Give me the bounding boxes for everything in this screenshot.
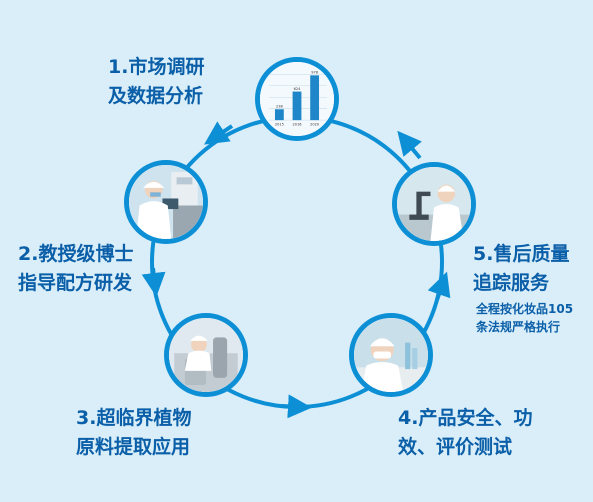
step-2-line1: 2.教授级博士 [18,243,134,265]
arrow-icon [397,130,422,160]
arrow-icon [141,267,166,297]
step-3-line2: 原料提取应用 [76,436,191,458]
mini-chart-category-label: 2020 [310,122,319,126]
arrow-icon [281,394,312,419]
step-5-line1: 5.售后质量 [473,243,570,265]
mini-chart-value-label: 238 [276,104,283,108]
step-3-line1: 3.超临界植物 [76,407,192,429]
microscope-researcher-photo [397,167,471,241]
step-3-image [164,313,248,397]
step-5-image [392,162,476,246]
mini-chart-bar [310,75,320,121]
regulation-note-line1: 全程按化妆品105 [476,302,574,316]
step-2-image [124,160,208,244]
arrow-icon [427,271,451,301]
step-5-line2: 追踪服务 [473,272,550,294]
mini-chart-category-label: 2016 [293,122,303,126]
safety-testing-photo [354,318,428,392]
step-4-line2: 效、评价测试 [398,436,513,458]
mini-chart-value-label: 978 [311,71,318,75]
step-1-line2: 及数据分析 [108,85,204,107]
regulation-note-line2: 条法规严格执行 [476,320,561,334]
mini-chart-bar [292,91,302,121]
step-3-label: 3.超临界植物 原料提取应用 [76,404,191,462]
step-1-line1: 1.市场调研 [108,56,205,78]
extraction-equipment-photo [169,318,243,392]
mini-bar-chart: 238 2015 624 2016 978 2020 [260,62,334,136]
step-5-label: 5.售后质量 追踪服务 [473,240,569,298]
step-4-image [349,313,433,397]
arrow-icon [204,121,234,145]
step-4-label: 4.产品安全、功 效、评价测试 [398,404,532,462]
step-1-label: 1.市场调研 及数据分析 [108,53,204,111]
mini-chart-category-label: 2015 [275,122,284,126]
step-2-label: 2.教授级博士 指导配方研发 [18,240,133,298]
lab-researcher-photo [129,165,203,239]
mini-chart-bar [274,109,284,121]
mini-chart-value-label: 624 [294,87,301,91]
step-1-image: 238 2015 624 2016 978 2020 [255,57,339,141]
regulation-note: 全程按化妆品105 条法规严格执行 [476,300,573,336]
step-2-line2: 指导配方研发 [18,272,133,294]
step-4-line1: 4.产品安全、功 [398,407,533,429]
